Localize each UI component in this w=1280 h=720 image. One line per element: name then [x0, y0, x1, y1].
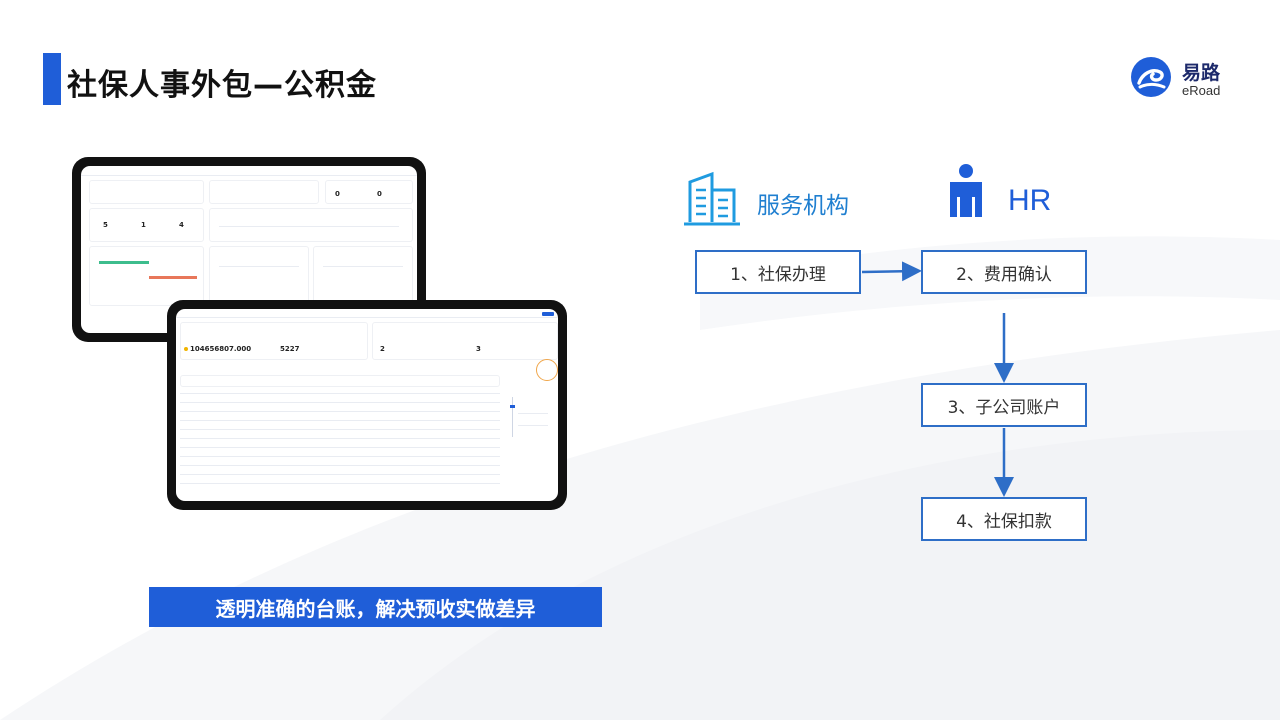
building-icon: [684, 171, 740, 226]
record-count: 5227: [280, 345, 300, 353]
tablet-top-screen: 0 0 5 1 4: [81, 166, 417, 333]
step-social-security-processing: 1、社保办理: [695, 250, 861, 294]
page-title: 社保人事外包—公积金: [67, 68, 377, 103]
small-stat-a: 2: [380, 345, 385, 353]
eroad-logo-icon: [1131, 57, 1171, 97]
tablet-ledger-bottom: 104656807.000 5227 2 3: [167, 300, 567, 510]
title-accent-bar: [43, 53, 61, 105]
kpi-value: 0: [377, 190, 382, 198]
highlight-banner: 透明准确的台账，解决预收实做差异: [149, 587, 602, 627]
stat-value: 4: [179, 221, 184, 229]
logo-name-cn: 易路: [1182, 62, 1221, 84]
small-stat-b: 3: [476, 345, 481, 353]
hr-label: HR: [1008, 184, 1052, 217]
logo-name-en: eRoad: [1182, 83, 1221, 98]
step-social-security-deduction: 4、社保扣款: [921, 497, 1087, 541]
step-fee-confirmation: 2、费用确认: [921, 250, 1087, 294]
total-amount: 104656807.000: [190, 345, 252, 353]
service-org-label: 服务机构: [757, 193, 849, 219]
progress-bar-green: [99, 261, 149, 264]
stat-value: 5: [103, 221, 108, 229]
stat-value: 1: [141, 221, 146, 229]
tablet-bottom-screen: 104656807.000 5227 2 3: [176, 309, 558, 501]
kpi-value: 0: [335, 190, 340, 198]
brand-logo: 易路 eRoad: [1130, 56, 1250, 102]
progress-bar-orange: [149, 276, 197, 279]
person-icon: [950, 164, 982, 217]
step-subsidiary-account: 3、子公司账户: [921, 383, 1087, 427]
